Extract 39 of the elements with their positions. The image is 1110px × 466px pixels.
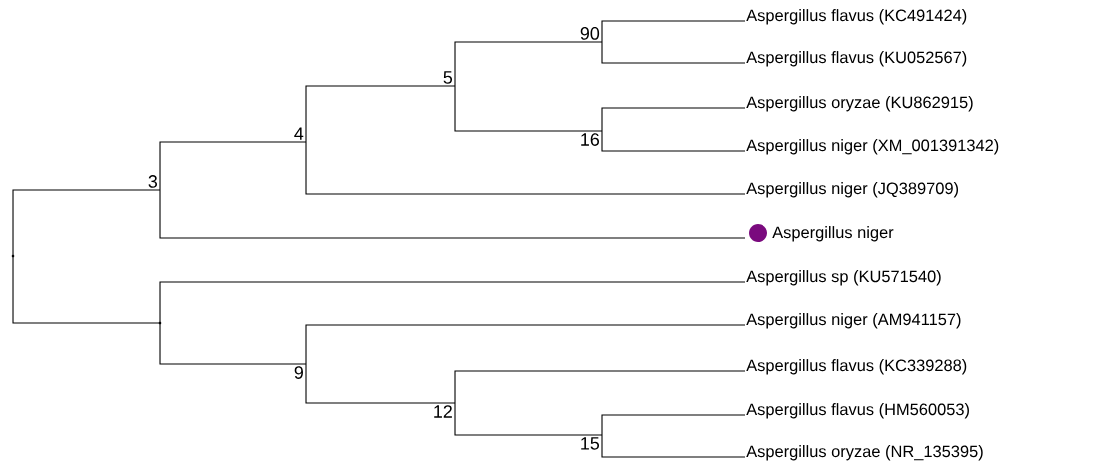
tree-branch (159, 281, 746, 324)
tree-branch (12, 255, 161, 324)
bootstrap-value: 15 (581, 437, 600, 450)
tree-branch (454, 85, 603, 132)
taxon-label: Aspergillus niger (772, 226, 894, 242)
bootstrap-value: 5 (443, 71, 453, 84)
taxon-label: Aspergillus flavus (KU052567) (746, 51, 967, 67)
tree-branch (159, 322, 307, 365)
tree-branch (454, 402, 603, 436)
taxon-label: Aspergillus niger (AM941157) (746, 313, 961, 329)
taxon-label: Aspergillus flavus (KC339288) (746, 359, 967, 375)
tree-branch (305, 85, 456, 143)
taxon-label: Aspergillus flavus (HM560053) (746, 403, 969, 419)
tree-branch (305, 324, 746, 365)
taxon-label: Aspergillus flavus (KC491424) (746, 9, 967, 25)
taxon-label: Aspergillus sp (KU571540) (746, 270, 941, 286)
tree-branch (12, 189, 161, 257)
tree-branch (305, 141, 746, 195)
tree-branch (454, 41, 603, 87)
bootstrap-value: 9 (294, 366, 303, 379)
tree-branch (601, 434, 746, 458)
taxon-label: Aspergillus oryzae (KU862915) (746, 96, 973, 112)
bootstrap-value: 4 (294, 127, 304, 140)
taxon-label: Aspergillus oryzae (NR_135395) (746, 445, 983, 461)
tree-branch (601, 20, 746, 43)
bootstrap-value: 12 (434, 405, 452, 418)
tree-branch (159, 141, 307, 191)
tree-branch (601, 107, 746, 132)
tree-branch (305, 363, 456, 404)
bootstrap-value: 90 (580, 27, 600, 40)
tree-branch (601, 414, 746, 436)
taxon-label: Aspergillus niger (XM_001391342) (746, 139, 999, 155)
tree-branch (159, 189, 746, 239)
bootstrap-value: 3 (148, 175, 157, 188)
taxon-label: Aspergillus niger (JQ389709) (746, 182, 958, 198)
bootstrap-value: 16 (581, 133, 599, 146)
tree-branch (601, 41, 746, 64)
tree-branch (454, 370, 746, 404)
tree-branch (601, 130, 746, 152)
